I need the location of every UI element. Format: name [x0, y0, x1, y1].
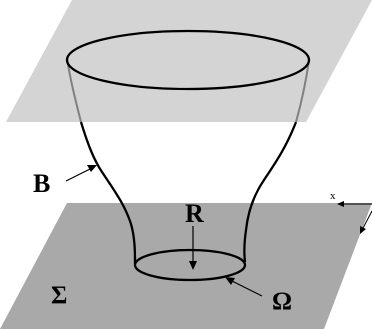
axis-y-arrowhead	[360, 226, 366, 234]
label-surface-b: B	[33, 169, 50, 198]
omega-pointer-arrowhead	[225, 277, 235, 285]
axis-x-arrowhead	[337, 201, 344, 207]
b-pointer-arrowhead	[87, 165, 97, 172]
label-axis-x: x	[330, 190, 336, 202]
top-rim-ellipse	[65, 29, 311, 91]
label-radius-r: R	[185, 199, 204, 228]
label-region-omega: Ω	[272, 288, 292, 315]
bottom-plane-sigma	[0, 203, 372, 329]
bottom-boundary-ellipse	[133, 248, 247, 282]
b-pointer-arrow	[65, 167, 93, 182]
funnel-wall-right	[243, 121, 298, 263]
radius-arrowhead	[189, 261, 197, 270]
axis-y-line	[361, 210, 372, 231]
funnel-wall-left	[79, 121, 137, 265]
top-plane	[6, 0, 372, 122]
omega-pointer-arrow	[229, 279, 263, 297]
label-plane-sigma: Σ	[51, 282, 67, 309]
